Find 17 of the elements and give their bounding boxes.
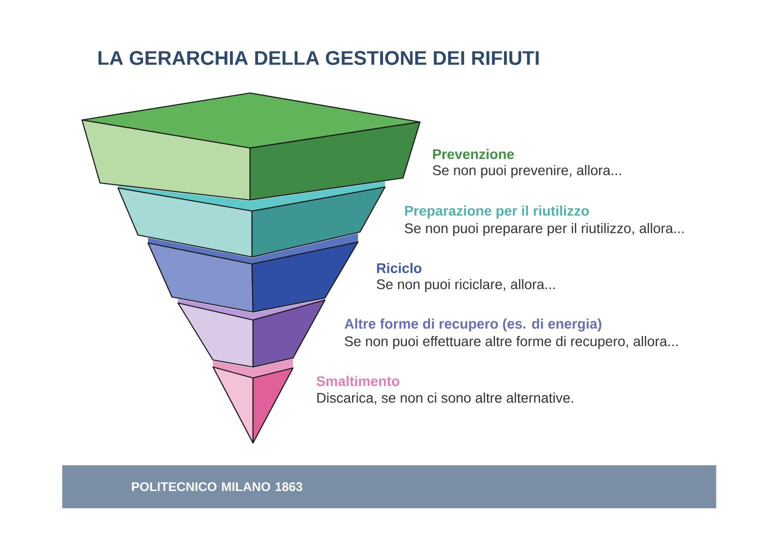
footer-band: POLITECNICO MILANO 1863 <box>62 465 716 508</box>
layer-description: Se non puoi prevenire, allora... <box>432 165 621 178</box>
layer-description: Discarica, se non ci sono altre alternative. <box>317 392 574 404</box>
layer-heading: Altre forme di recupero (es. di energia) <box>344 318 602 332</box>
layer-heading: Riciclo <box>377 262 422 274</box>
pyramid-layer <box>117 181 386 258</box>
layer-description: Se non puoi riciclare, allora... <box>376 279 555 292</box>
pyramid-tip <box>212 358 294 444</box>
pyramid-layer <box>147 233 359 313</box>
pyramid-layer <box>177 298 326 368</box>
layer-description: Se non puoi effettuare altre forme di recupero, allora... <box>344 336 678 349</box>
layer-heading: Smaltimento <box>316 376 400 386</box>
title: LA GERARCHIA DELLA GESTIONE DEI RIFIUTI <box>98 51 539 65</box>
pyramid-layer <box>81 92 421 201</box>
layer-heading: Preparazione per il riutilizzo <box>405 206 589 218</box>
layer-description: Se non puoi preparare per il riutilizzo, allora... <box>404 223 684 236</box>
layer-heading: Prevenzione <box>433 148 514 160</box>
